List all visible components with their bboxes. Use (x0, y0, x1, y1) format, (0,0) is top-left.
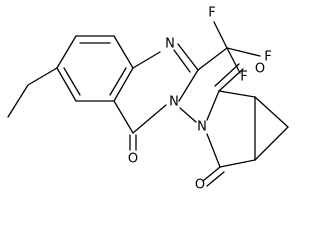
bond (218, 90, 256, 98)
carbonyl-bond (206, 171, 225, 187)
double-bond-inner (109, 67, 127, 96)
pyrimidinone-ring (113, 43, 199, 151)
atom-o-quinazolinone: O (128, 152, 138, 167)
carbonyl-bond (214, 63, 240, 87)
bond (113, 100, 134, 134)
atom-n-ring: N (165, 37, 175, 52)
bond (197, 47, 228, 71)
bond (177, 43, 199, 71)
bond (213, 21, 228, 49)
trifluoromethyl-group (197, 21, 261, 74)
atom-n-amide: N (169, 95, 179, 110)
chemical-structure-diagram: N N N O O O F F F (7, 6, 289, 193)
bond (132, 51, 161, 69)
bicyclic-imide-ring (202, 63, 289, 187)
carbonyl-bond (202, 166, 221, 182)
atom-f-right: F (264, 50, 271, 65)
atom-n-imide: N (197, 120, 207, 135)
methyl-bond (27, 67, 58, 86)
double-bond-inner (173, 49, 191, 73)
bond (254, 96, 289, 128)
atom-o-imide-bottom: O (195, 178, 205, 193)
bond (132, 104, 167, 134)
methyl-end (7, 84, 29, 118)
double-bond-inner (63, 67, 81, 96)
bond (206, 133, 221, 168)
bond (56, 35, 77, 69)
benzene-ring (56, 35, 134, 102)
atom-o-imide-top: O (255, 62, 265, 77)
bond (219, 159, 256, 168)
bond (226, 47, 261, 57)
bond (254, 126, 289, 161)
bond (178, 69, 199, 102)
n-n-bond (179, 107, 197, 123)
bond (113, 35, 134, 69)
bond (226, 47, 241, 74)
bond (206, 90, 220, 121)
carbonyl-bond (218, 68, 244, 92)
atom-f-left: F (240, 70, 247, 85)
bond (56, 67, 77, 102)
bond (113, 67, 134, 102)
atom-f-top: F (208, 6, 215, 21)
